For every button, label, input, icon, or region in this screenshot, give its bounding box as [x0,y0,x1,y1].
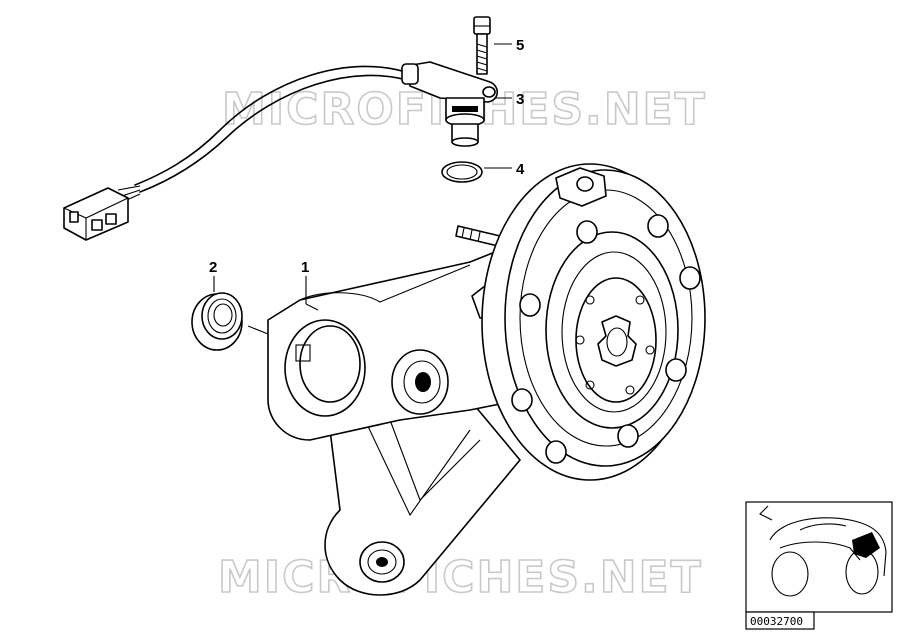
motorcycle-icon [759,505,887,597]
location-thumbnail: 00032700 [745,501,893,630]
callout-3: 3 [516,91,524,108]
callout-4: 4 [516,161,525,178]
reference-number: 00032700 [750,615,803,628]
callouts: 5 3 4 2 1 [209,37,525,335]
rim-bolts [511,214,701,464]
final-drive-hub [481,163,706,481]
watermark-bottom: MICROFICHES.NET [218,552,703,603]
callout-1: 1 [301,259,309,276]
part-4-o-ring [441,161,483,183]
callout-5: 5 [516,37,524,54]
part-5-bolt [473,16,491,75]
part-2-bearing [191,292,243,351]
callout-2: 2 [209,259,217,276]
flange-holes [575,295,655,395]
part-3-sensor [63,61,499,241]
